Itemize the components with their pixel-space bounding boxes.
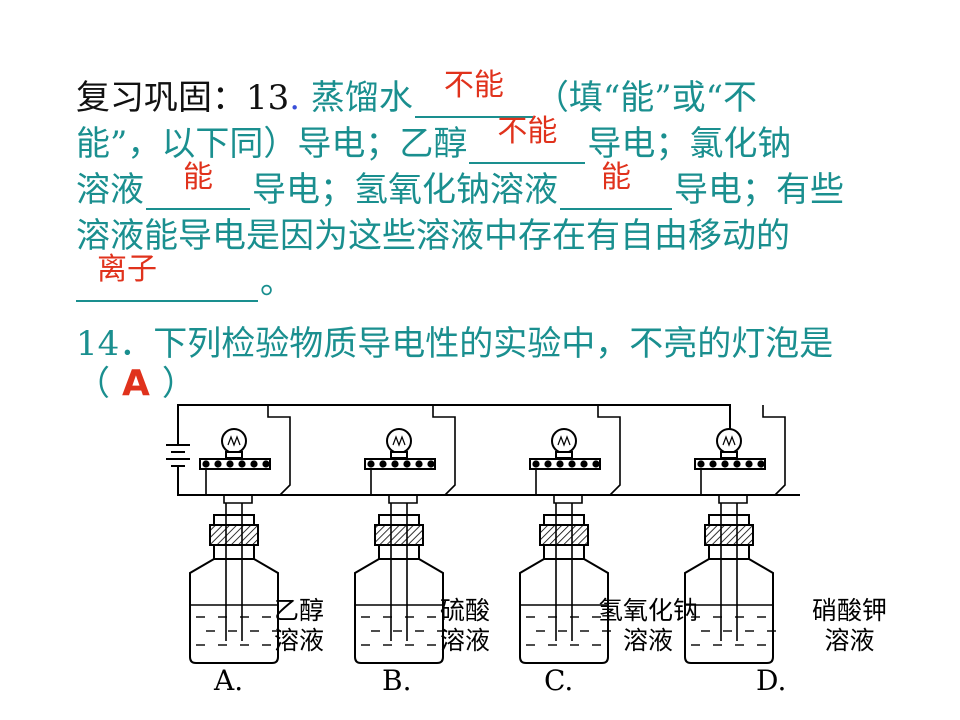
- q14-line-1: 14．下列检验物质导电性的实验中，不亮的灯泡是: [76, 324, 833, 364]
- top-wire: [177, 404, 731, 453]
- q14-line-2: （A）: [76, 363, 196, 405]
- bulb-icon: [716, 428, 742, 459]
- label-D: 硝酸钾溶液: [812, 596, 888, 655]
- blank-ethanol: 不能: [469, 114, 586, 164]
- q13-line-4: 溶液能导电是因为这些溶液中存在有自由移动的: [76, 216, 790, 256]
- station-b: [354, 405, 456, 664]
- answer-sodium-hydroxide: 能: [601, 160, 631, 195]
- blank-distilled-water: 不能: [414, 68, 533, 118]
- conductivity-apparatus-diagram: [166, 404, 800, 664]
- q13-line-2: 能”，以下同）导电；乙醇不能导电；氯化钠: [76, 114, 792, 164]
- bottom-wire: [177, 485, 800, 496]
- station-c: [519, 405, 621, 664]
- q13-line-1: 复习巩固：13. 蒸馏水不能（填“能”或“不: [76, 68, 758, 118]
- review-prefix: 复习巩固：: [76, 78, 246, 118]
- letter-C: C.: [544, 664, 574, 697]
- label-A: 乙醇溶液: [274, 596, 325, 655]
- letter-D: D.: [756, 664, 787, 697]
- blank-ions: 离子: [76, 252, 258, 302]
- battery-icon: [166, 435, 190, 485]
- q13-line-3: 溶液能导电；氢氧化钠溶液能导电；有些: [76, 160, 844, 210]
- station-d: [684, 405, 786, 664]
- letter-A: A.: [214, 664, 244, 697]
- q13-line-5: 离子。: [76, 252, 294, 302]
- letter-B: B.: [382, 664, 412, 697]
- station-a: [189, 405, 291, 664]
- question-14-text: 14．下列检验物质导电性的实验中，不亮的灯泡是: [76, 324, 834, 364]
- label-C: 氢氧化钠溶液: [598, 596, 699, 655]
- bulb-icon: [221, 428, 247, 459]
- answer-sodium-chloride: 能: [183, 160, 213, 195]
- answer-ions: 离子: [97, 252, 157, 287]
- blank-sodium-hydroxide: 能: [560, 160, 672, 210]
- bulb-icon: [551, 428, 577, 459]
- question-number-13: 13: [246, 78, 290, 118]
- answer-ethanol: 不能: [497, 114, 558, 149]
- bulb-icon: [386, 428, 412, 459]
- answer-distilled-water: 不能: [443, 68, 504, 103]
- blank-sodium-chloride: 能: [146, 160, 250, 210]
- label-B: 硫酸溶液: [440, 596, 491, 655]
- answer-14: A: [122, 363, 150, 404]
